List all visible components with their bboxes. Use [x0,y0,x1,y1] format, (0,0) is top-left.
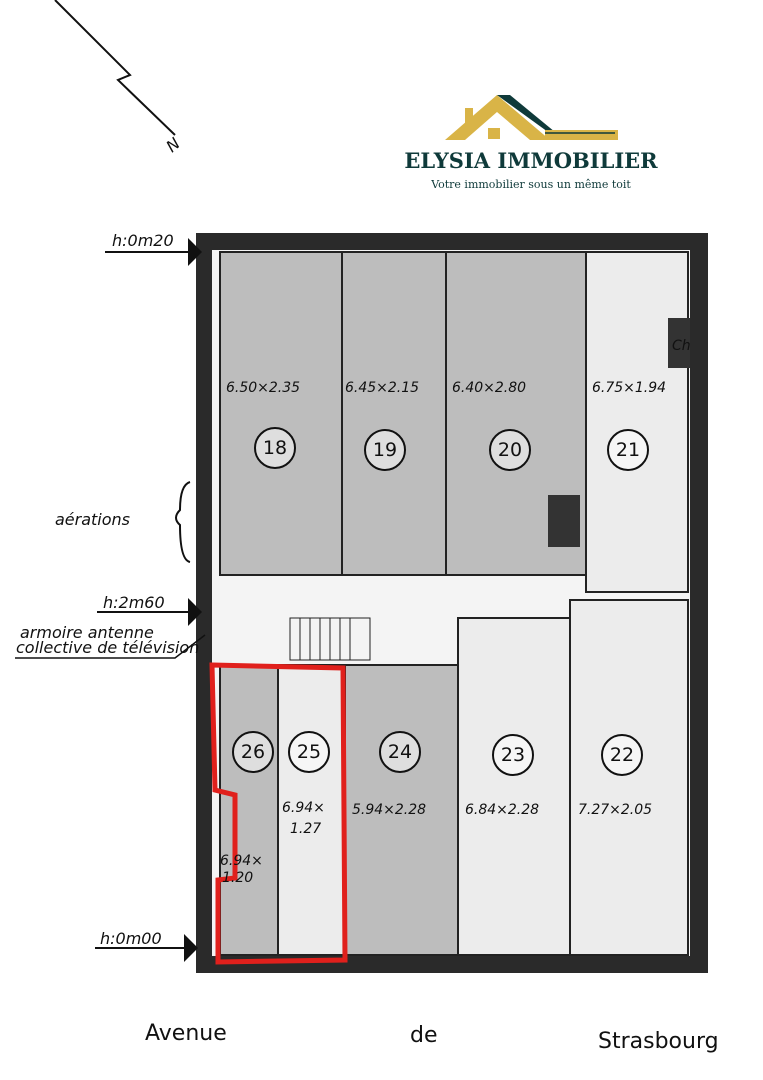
room-19 [341,251,447,576]
room-dimensions: 6.50×2.35 6.45×2.15 6.40×2.80 6.75×1.94 … [220,338,691,886]
north-arrow-icon: N [54,0,184,156]
room-23 [457,617,571,956]
antenna-label-line1: armoire antenne [20,623,154,642]
street-name: Avenue de Strasbourg [145,1021,719,1054]
level-top: h:0m20 [112,231,174,250]
level-middle: h:2m60 [103,593,165,612]
north-label: N [162,134,183,156]
room-26 [219,664,279,956]
room-25 [277,664,346,956]
room-dimension: 6.45×2.15 [345,380,419,396]
room-dimension: 5.94×2.28 [352,802,426,818]
aerations-brace [175,481,191,563]
room-number: 26 [241,741,265,763]
room-dimension: 1.27 [290,821,321,837]
room-18 [219,251,343,576]
room-dimension: 6.94× [282,800,325,816]
staircase [289,617,371,661]
room-number: 22 [610,744,634,766]
room-dimension: 6.94× [220,853,263,869]
antenna-label-line2: collective de télévision [16,638,199,657]
chimney [668,318,690,368]
room-number: 20 [498,439,522,461]
aerations-label: aérations [55,510,130,529]
antenna-leader-line [15,634,206,659]
room-labels: 18 19 20 21 22 23 24 25 26 [232,427,649,776]
chimney-label: Ch [672,338,691,354]
duct [548,495,580,547]
room-number: 19 [373,439,397,461]
room-dimension: 6.84×2.28 [465,802,539,818]
level-markers: h:0m20 h:2m60 h:0m00 [95,231,202,962]
street-word: de [410,1023,438,1048]
room-dimension: 6.75×1.94 [592,380,666,396]
room-22 [569,599,689,956]
room-dimension: 7.27×2.05 [578,802,652,818]
brand-name: ELYSIA IMMOBILIER [404,148,658,173]
room-21 [585,251,689,593]
room-dimension: 1.20 [222,870,253,886]
level-bottom: h:0m00 [100,929,162,948]
street-word: Avenue [145,1021,227,1046]
brand-tagline: Votre immobilier sous un même toit [430,178,631,191]
room-dimension: 6.50×2.35 [226,380,300,396]
room-number: 18 [263,437,287,459]
highlighted-lots-outline [209,662,348,965]
room-number: 21 [616,439,640,461]
street-word: Strasbourg [598,1029,719,1054]
room-24 [344,664,459,956]
company-logo: ELYSIA IMMOBILIER Votre immobilier sous … [404,95,658,191]
room-number: 23 [501,744,525,766]
room-number: 24 [388,741,412,763]
room-number: 25 [297,741,321,763]
room-dimension: 6.40×2.80 [452,380,526,396]
